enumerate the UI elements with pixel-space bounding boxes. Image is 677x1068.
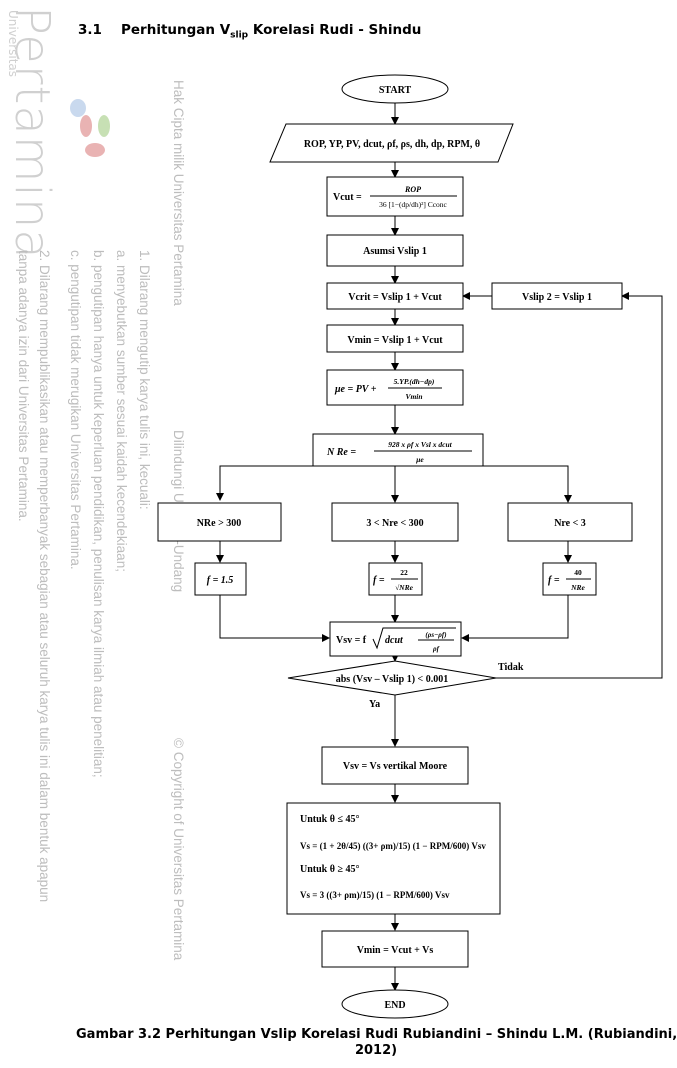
section-title-subscript: slip: [230, 30, 249, 41]
reynolds-lhs: N Re =: [326, 447, 356, 458]
vsv-denominator: ρf: [432, 645, 440, 653]
vcut-denominator: 36 [1−(dp/dh)²] Cconc: [379, 200, 447, 209]
final-box: Vmin = Vcut + Vs: [321, 930, 469, 968]
viscosity-box: μe = PV + 5.YP.(dh−dp) Vmin: [326, 369, 464, 406]
vsv-numerator: (ρs−ρf): [425, 631, 446, 639]
branch-right-label: Nre < 3: [554, 518, 586, 529]
friction-mid-denominator: √NRe: [395, 583, 414, 592]
start-label: START: [379, 85, 412, 96]
section-title-part: Perhitungan V: [121, 22, 231, 38]
friction-right-numerator: 40: [574, 568, 582, 577]
viscosity-denominator: Vmin: [405, 392, 422, 401]
vmin-label: Vmin = Vslip 1 + Vcut: [347, 335, 443, 346]
reynolds-numerator: 928 x ρf x Vsl x dcut: [388, 440, 452, 449]
section-title-part: Korelasi Rudi - Shindu: [248, 22, 422, 38]
equation-low-angle: Vs = (1 + 2θ/45) ((3+ ρm)/15) (1 − RPM/6…: [300, 841, 486, 851]
friction-mid-lhs: f =: [373, 575, 385, 586]
university-logo-icon: [70, 99, 110, 157]
reynolds-box: N Re = 928 x ρf x Vsl x dcut μe: [312, 433, 484, 467]
vcrit-box: Vcrit = Vslip 1 + Vcut: [326, 282, 464, 310]
vsv-lhs: Vsv = f: [336, 635, 367, 646]
reynolds-denominator: μe: [415, 455, 424, 464]
vcut-box: Vcut = ROP 36 [1−(dp/dh)²] Cconc: [326, 176, 464, 217]
end-label: END: [384, 1000, 405, 1011]
caption-line: Gambar 3.2 Perhitungan Vslip Korelasi Ru…: [76, 1027, 677, 1042]
branch-left-label: NRe > 300: [197, 518, 242, 529]
branch-left-box: NRe > 300: [157, 502, 282, 542]
caption-line: 2012): [354, 1043, 398, 1058]
watermark-sidebar: Universitas Pertamina Hak Cipta milik Un…: [0, 0, 230, 1068]
decision-label: abs (Vsv – Vslip 1) < 0.001: [336, 674, 448, 685]
friction-right-box: f = 40 NRe: [542, 562, 597, 596]
figure-caption: Gambar 3.2 Perhitungan Vslip Korelasi Ru…: [76, 1027, 677, 1059]
moore-label: Vsv = Vs vertikal Moore: [343, 761, 448, 772]
moore-box: Vsv = Vs vertikal Moore: [321, 746, 469, 785]
friction-right-lhs: f =: [548, 575, 560, 586]
condition-high-angle: Untuk θ ≥ 45°: [300, 864, 359, 875]
vcut-numerator: ROP: [404, 185, 421, 194]
end-terminator: END: [341, 989, 449, 1019]
decision-diamond: abs (Vsv – Vslip 1) < 0.001: [287, 660, 497, 696]
final-label: Vmin = Vcut + Vs: [357, 945, 434, 956]
yes-branch-label: Ya: [369, 699, 380, 710]
friction-right-denominator: NRe: [570, 583, 585, 592]
friction-left-box: f = 1.5: [194, 562, 247, 596]
section-heading: 3.1 Perhitungan Vslip Korelasi Rudi - Shi…: [78, 22, 421, 41]
friction-left-label: f = 1.5: [207, 575, 234, 586]
assume-box: Asumsi Vslip 1: [326, 234, 464, 267]
no-branch-label: Tidak: [498, 662, 524, 673]
assume-label: Asumsi Vslip 1: [363, 246, 427, 257]
vsv-box: Vsv = f dcut (ρs−ρf) ρf: [329, 621, 462, 657]
branch-mid-label: 3 < Nre < 300: [366, 518, 423, 529]
section-number: 3.1: [78, 22, 102, 38]
vmin-box: Vmin = Vslip 1 + Vcut: [326, 324, 464, 353]
viscosity-numerator: 5.YP.(dh−dp): [394, 377, 435, 386]
vslip2-label: Vslip 2 = Vslip 1: [522, 292, 592, 303]
equation-high-angle: Vs = 3 ((3+ ρm)/15) (1 − RPM/600) Vsv: [300, 890, 450, 900]
vcut-lhs: Vcut =: [333, 192, 362, 203]
start-terminator: START: [341, 74, 449, 104]
vslip2-box: Vslip 2 = Vslip 1: [491, 282, 623, 310]
condition-low-angle: Untuk θ ≤ 45°: [300, 814, 359, 825]
branch-right-box: Nre < 3: [507, 502, 633, 542]
vsv-radicand: dcut: [385, 635, 404, 646]
input-label: ROP, YP, PV, dcut, ρf, ρs, dh, dp, RPM, …: [304, 139, 480, 150]
flow-connectors: [216, 103, 663, 991]
vcrit-label: Vcrit = Vslip 1 + Vcut: [348, 292, 442, 303]
inclination-box: Untuk θ ≤ 45° Vs = (1 + 2θ/45) ((3+ ρm)/…: [286, 802, 501, 915]
friction-mid-box: f = 22 √NRe: [368, 562, 423, 596]
viscosity-lhs: μe = PV +: [334, 384, 377, 395]
branch-mid-box: 3 < Nre < 300: [331, 502, 459, 542]
friction-mid-numerator: 22: [400, 568, 408, 577]
input-parallelogram: ROP, YP, PV, dcut, ρf, ρs, dh, dp, RPM, …: [269, 123, 514, 163]
